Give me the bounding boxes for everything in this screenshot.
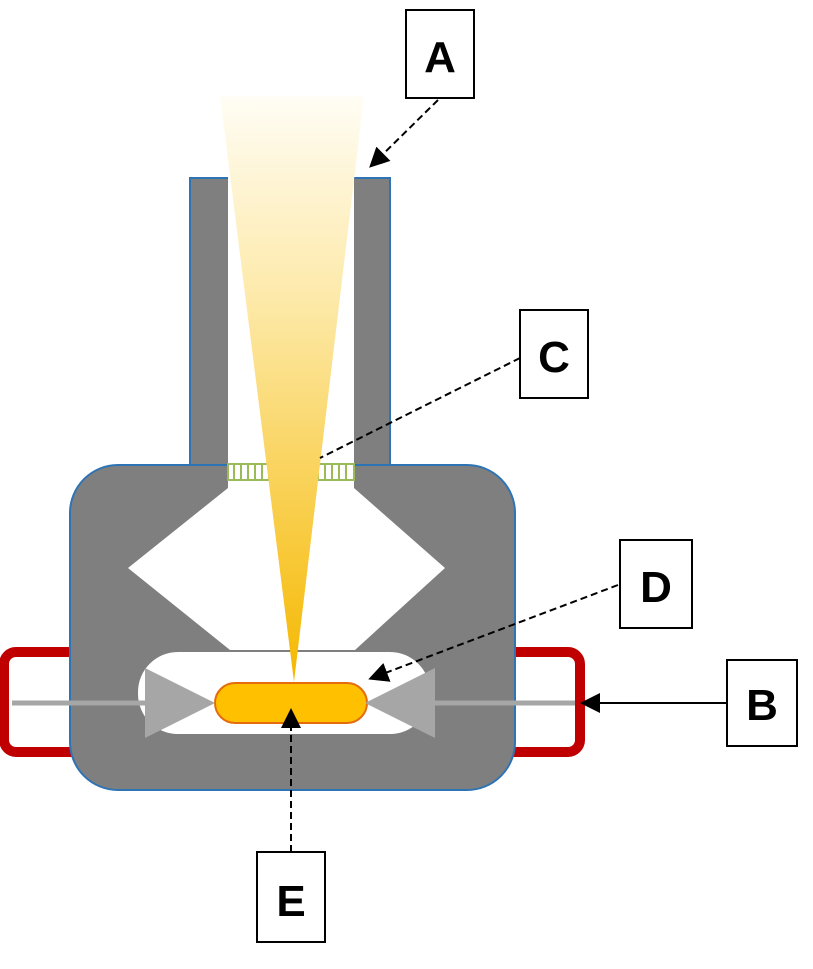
label-d: D <box>619 539 693 629</box>
label-e: E <box>256 851 326 943</box>
beam-cone <box>220 96 364 682</box>
leader-c <box>319 357 521 459</box>
label-a: A <box>405 9 475 99</box>
label-d-text: D <box>640 563 672 612</box>
label-c-text: C <box>538 333 570 382</box>
label-b: B <box>726 659 798 747</box>
label-e-text: E <box>276 877 305 926</box>
label-b-text: B <box>746 681 778 730</box>
label-a-text: A <box>424 33 456 82</box>
leader-a <box>369 99 439 168</box>
label-c: C <box>519 309 589 399</box>
